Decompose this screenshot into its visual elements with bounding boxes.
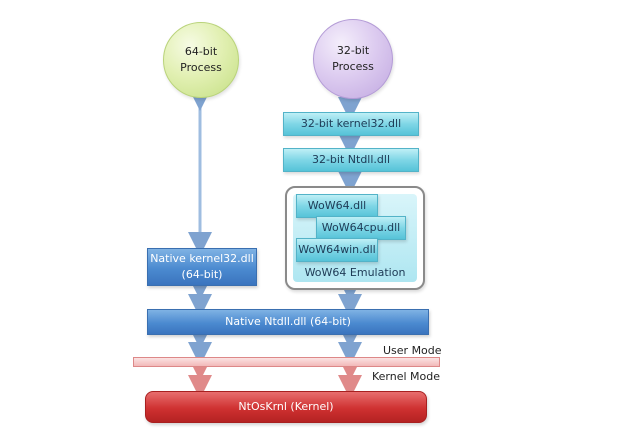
wow64win-dll-box: WoW64win.dll [296,238,378,262]
user-kernel-boundary-bar [133,357,440,367]
native-ntdll-label: Native Ntdll.dll (64-bit) [225,315,351,328]
process-64bit-line2: Process [180,61,222,74]
native-ntdll-box: Native Ntdll.dll (64-bit) [147,309,429,335]
ntoskrnl-label: NtOsKrnl (Kernel) [238,400,334,413]
wow64win-dll-label: WoW64win.dll [298,243,376,256]
process-64bit-line1: 64-bit [184,45,218,58]
process-32bit-line1: 32-bit [336,44,370,57]
wow64-emulation-label: WoW64 Emulation [304,266,406,279]
wow64-dll-box: WoW64.dll [296,194,378,218]
wow64-dll-label: WoW64.dll [307,199,367,212]
ntdll-32bit-box: 32-bit Ntdll.dll [283,148,419,172]
process-32bit-line2: Process [332,60,374,73]
native-kernel32-line2: (64-bit) [181,268,223,281]
native-kernel32-box: Native kernel32.dll (64-bit) [147,248,257,286]
user-mode-label: User Mode [383,344,442,357]
wow64cpu-dll-label: WoW64cpu.dll [321,221,401,234]
kernel32-32bit-label: 32-bit kernel32.dll [300,117,402,130]
ntdll-32bit-label: 32-bit Ntdll.dll [311,153,391,166]
kernel-mode-label: Kernel Mode [372,370,441,383]
ntoskrnl-kernel-box: NtOsKrnl (Kernel) [145,391,427,423]
process-32bit-node: 32-bit Process [313,19,393,99]
native-kernel32-line1: Native kernel32.dll [150,252,254,265]
kernel32-32bit-box: 32-bit kernel32.dll [283,112,419,136]
process-64bit-node: 64-bit Process [163,22,239,98]
wow64cpu-dll-box: WoW64cpu.dll [316,216,406,240]
